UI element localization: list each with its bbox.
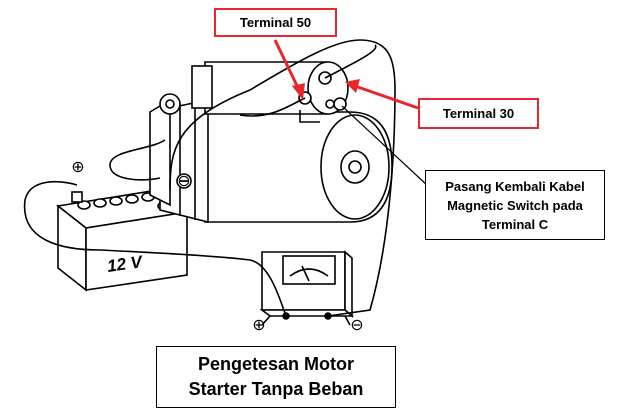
caption-line-2: Starter Tanpa Beban (188, 379, 364, 399)
starter-motor (149, 61, 393, 224)
note-line-3: Terminal C (481, 216, 549, 232)
ammeter (259, 250, 355, 320)
magnetic-switch-note: Pasang Kembali Kabel Magnetic Switch pad… (425, 170, 605, 240)
caption-box: Pengetesan Motor Starter Tanpa Beban (156, 346, 396, 408)
caption-line-1: Pengetesan Motor (197, 354, 355, 374)
battery-voltage-label: 12 V (106, 252, 145, 276)
battery-plus-symbol: ⊕ (71, 159, 84, 176)
terminal-30-text: Terminal 30 (442, 106, 515, 121)
terminal-30-arrow (345, 79, 419, 110)
terminal-50-arrow (273, 39, 305, 100)
note-line-1: Pasang Kembali Kabel (445, 178, 585, 194)
ammeter-plus-symbol: ⊕ (252, 317, 265, 334)
ammeter-minus-symbol: ⊖ (350, 317, 363, 334)
starter-minus-symbol: ⊖ (177, 173, 190, 190)
terminal-30-label: Terminal 30 (418, 98, 539, 129)
magnetic-switch-pointer (341, 105, 429, 187)
terminal-50-label: Terminal 50 (214, 8, 337, 37)
note-line-2: Magnetic Switch pada (447, 197, 583, 213)
cables (23, 39, 396, 326)
terminal-50-text: Terminal 50 (239, 15, 312, 30)
